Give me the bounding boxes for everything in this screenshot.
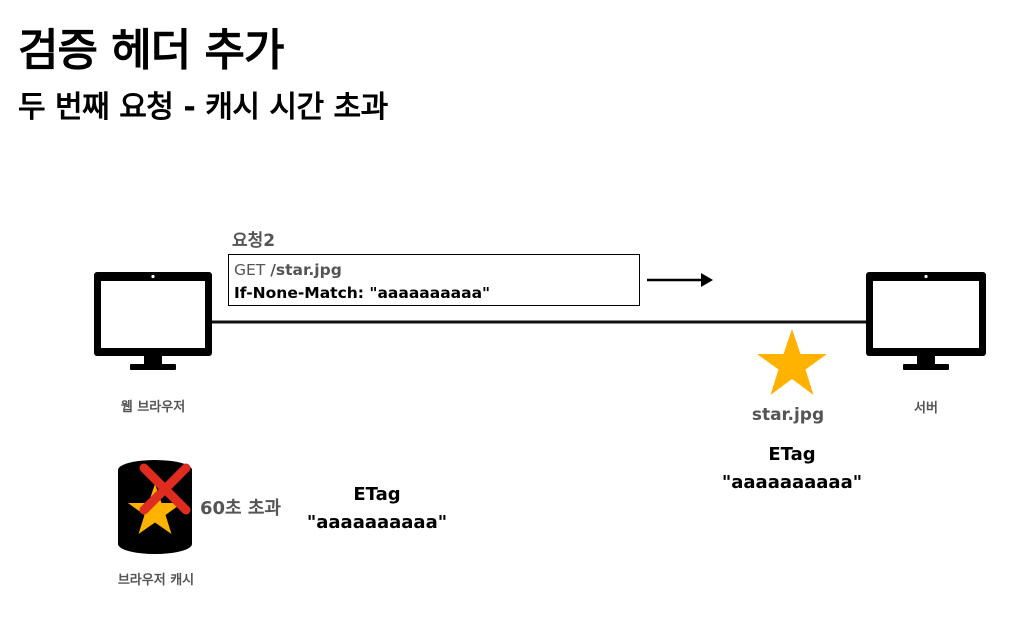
page-title: 검증 헤더 추가 [18, 25, 285, 76]
request-header: If-None-Match: "aaaaaaaaaa" [234, 284, 491, 302]
server-file-label: star.jpg [751, 405, 825, 425]
cache-elapsed-label: 60초 초과 [200, 498, 281, 519]
request-path: /star.jpg [270, 261, 342, 279]
cross-icon [139, 463, 191, 515]
request-label: 요청2 [232, 231, 276, 251]
client-monitor-icon [94, 272, 212, 370]
client-label: 웹 브라우저 [120, 400, 186, 415]
cache-etag: ETag "aaaaaaaaaa" [292, 481, 462, 537]
server-etag-key: ETag [768, 444, 816, 465]
cache-star [128, 484, 182, 534]
request-box: GET /star.jpg If-None-Match: "aaaaaaaaaa… [228, 254, 640, 306]
request-line: GET /star.jpg [234, 259, 639, 282]
cache-etag-value: "aaaaaaaaaa" [306, 512, 448, 533]
server-monitor-icon [866, 272, 986, 370]
server-etag: ETag "aaaaaaaaaa" [700, 441, 884, 497]
request-method: GET [234, 261, 266, 279]
server-label: 서버 [914, 401, 938, 416]
star-icon [757, 329, 827, 395]
cache-label: 브라우저 캐시 [117, 573, 195, 588]
connection-line [212, 320, 868, 324]
page-subtitle: 두 번째 요청 - 캐시 시간 초과 [18, 90, 388, 125]
arrow-right-icon [647, 273, 713, 287]
cache-etag-key: ETag [353, 484, 401, 505]
server-etag-value: "aaaaaaaaaa" [721, 472, 863, 493]
